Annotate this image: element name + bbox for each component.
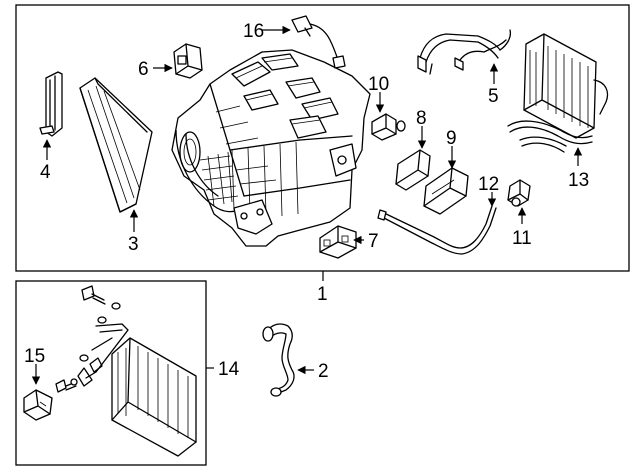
callout-5: 5 <box>488 86 499 107</box>
callout-2: 2 <box>318 361 329 382</box>
callout-10: 10 <box>368 74 389 95</box>
callout-16: 16 <box>243 21 264 42</box>
part-14-evaporator <box>111 337 197 457</box>
part-3-cabin-filter <box>79 77 153 213</box>
callout-1: 1 <box>317 284 328 305</box>
part-7-connector <box>319 225 357 259</box>
part-16-harness <box>291 15 346 69</box>
part-9-control-unit <box>423 167 469 215</box>
callout-9: 9 <box>446 128 457 149</box>
part-12-tube <box>377 205 497 255</box>
part-8-module <box>395 149 431 191</box>
part-15-sensor <box>23 389 53 421</box>
callout-13: 13 <box>568 170 589 191</box>
part-2-hose <box>262 323 295 397</box>
callout-4: 4 <box>40 162 51 183</box>
callout-7: 7 <box>368 231 379 252</box>
callout-8: 8 <box>416 108 427 129</box>
part-5-harness <box>417 29 512 75</box>
part-11-valve <box>507 179 531 207</box>
part-1-hvac-case <box>171 49 371 247</box>
callout-11: 11 <box>512 228 532 249</box>
callout-3: 3 <box>128 234 139 255</box>
callout-14: 14 <box>218 359 240 380</box>
callout-15: 15 <box>24 346 45 367</box>
callout-6: 6 <box>138 59 149 80</box>
leader-lines <box>31 25 583 385</box>
part-6-actuator <box>173 43 203 79</box>
part-10-sensor <box>371 113 406 141</box>
part-4-filter-bracket <box>39 71 63 137</box>
evaporator-kit-frame <box>15 280 207 466</box>
part-13-heater-core <box>507 33 609 153</box>
callout-12: 12 <box>478 174 499 195</box>
evaporator-kit-hardware <box>55 285 129 393</box>
